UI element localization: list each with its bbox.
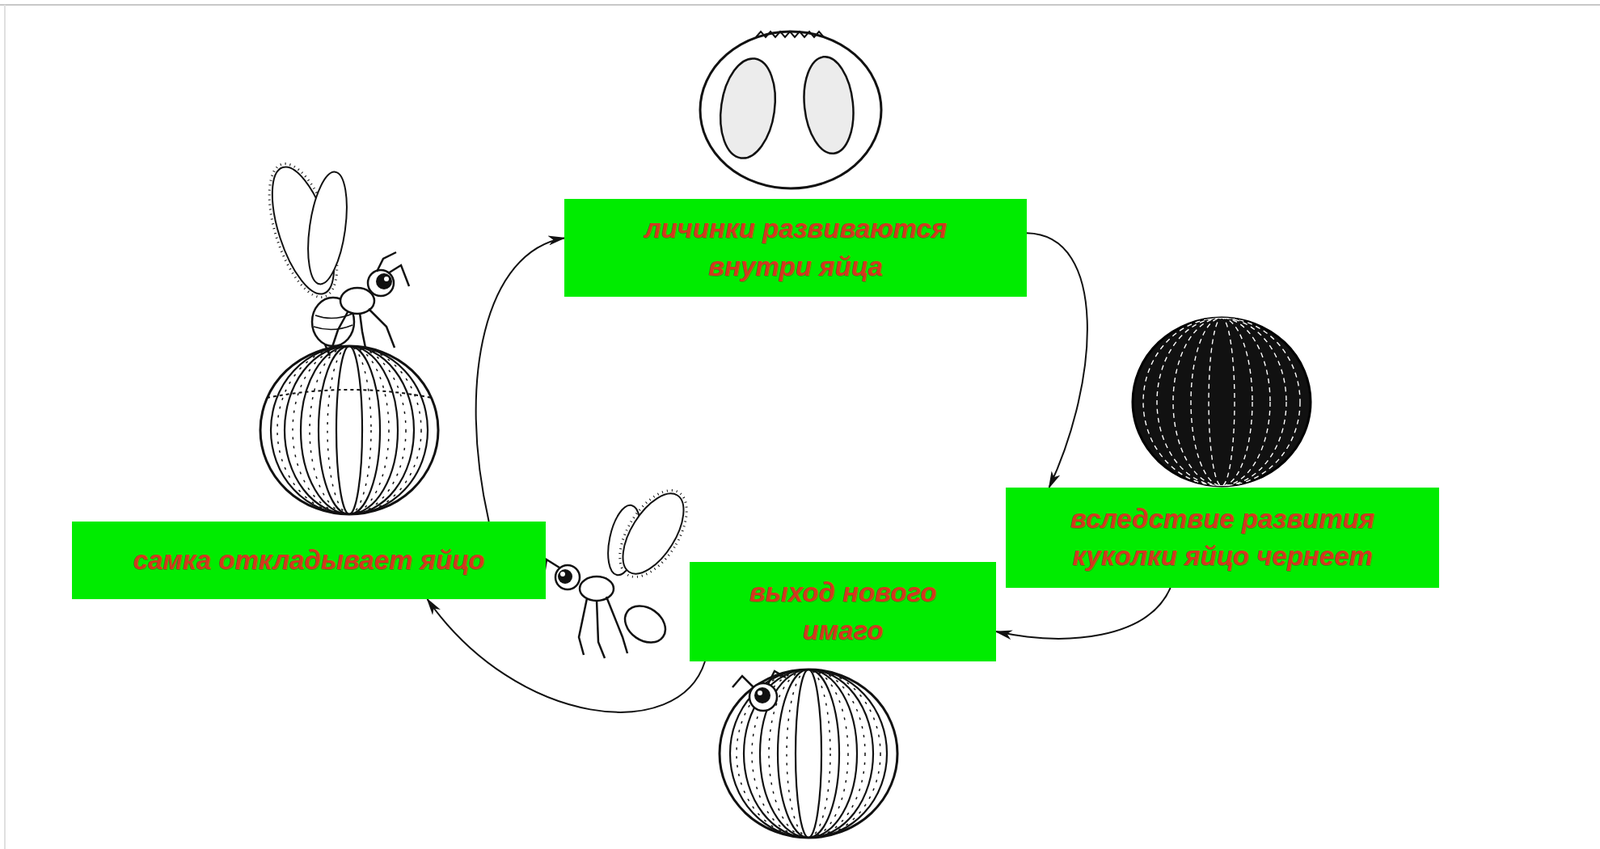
stage-label: вследствие развития куколки яйцо чернеет: [1044, 500, 1401, 575]
frame-line: [4, 4, 6, 849]
black-egg: [1132, 317, 1311, 486]
cycle-arrow: [476, 237, 565, 522]
egg-emergence: [719, 669, 898, 838]
egg-with-female: [255, 156, 439, 515]
flying-wasp: [543, 479, 701, 659]
label-box: личинки развиваются внутри яйца: [564, 198, 1027, 297]
label-box: выход нового имаго: [689, 561, 997, 662]
stage-label: выход нового имаго: [730, 574, 957, 649]
cycle-arrow: [427, 599, 706, 713]
label-box: самка откладывает яйцо: [71, 521, 546, 600]
cycle-arrow: [996, 587, 1171, 639]
stage-label: личинки развиваются внутри яйца: [620, 210, 971, 285]
cycle-arrow: [1026, 232, 1088, 488]
label-box: вследствие развития куколки яйцо чернеет: [1005, 487, 1440, 588]
egg-with-larvae: [700, 31, 882, 189]
frame-line: [0, 4, 1600, 6]
stage-label: самка откладывает яйцо: [133, 541, 486, 579]
